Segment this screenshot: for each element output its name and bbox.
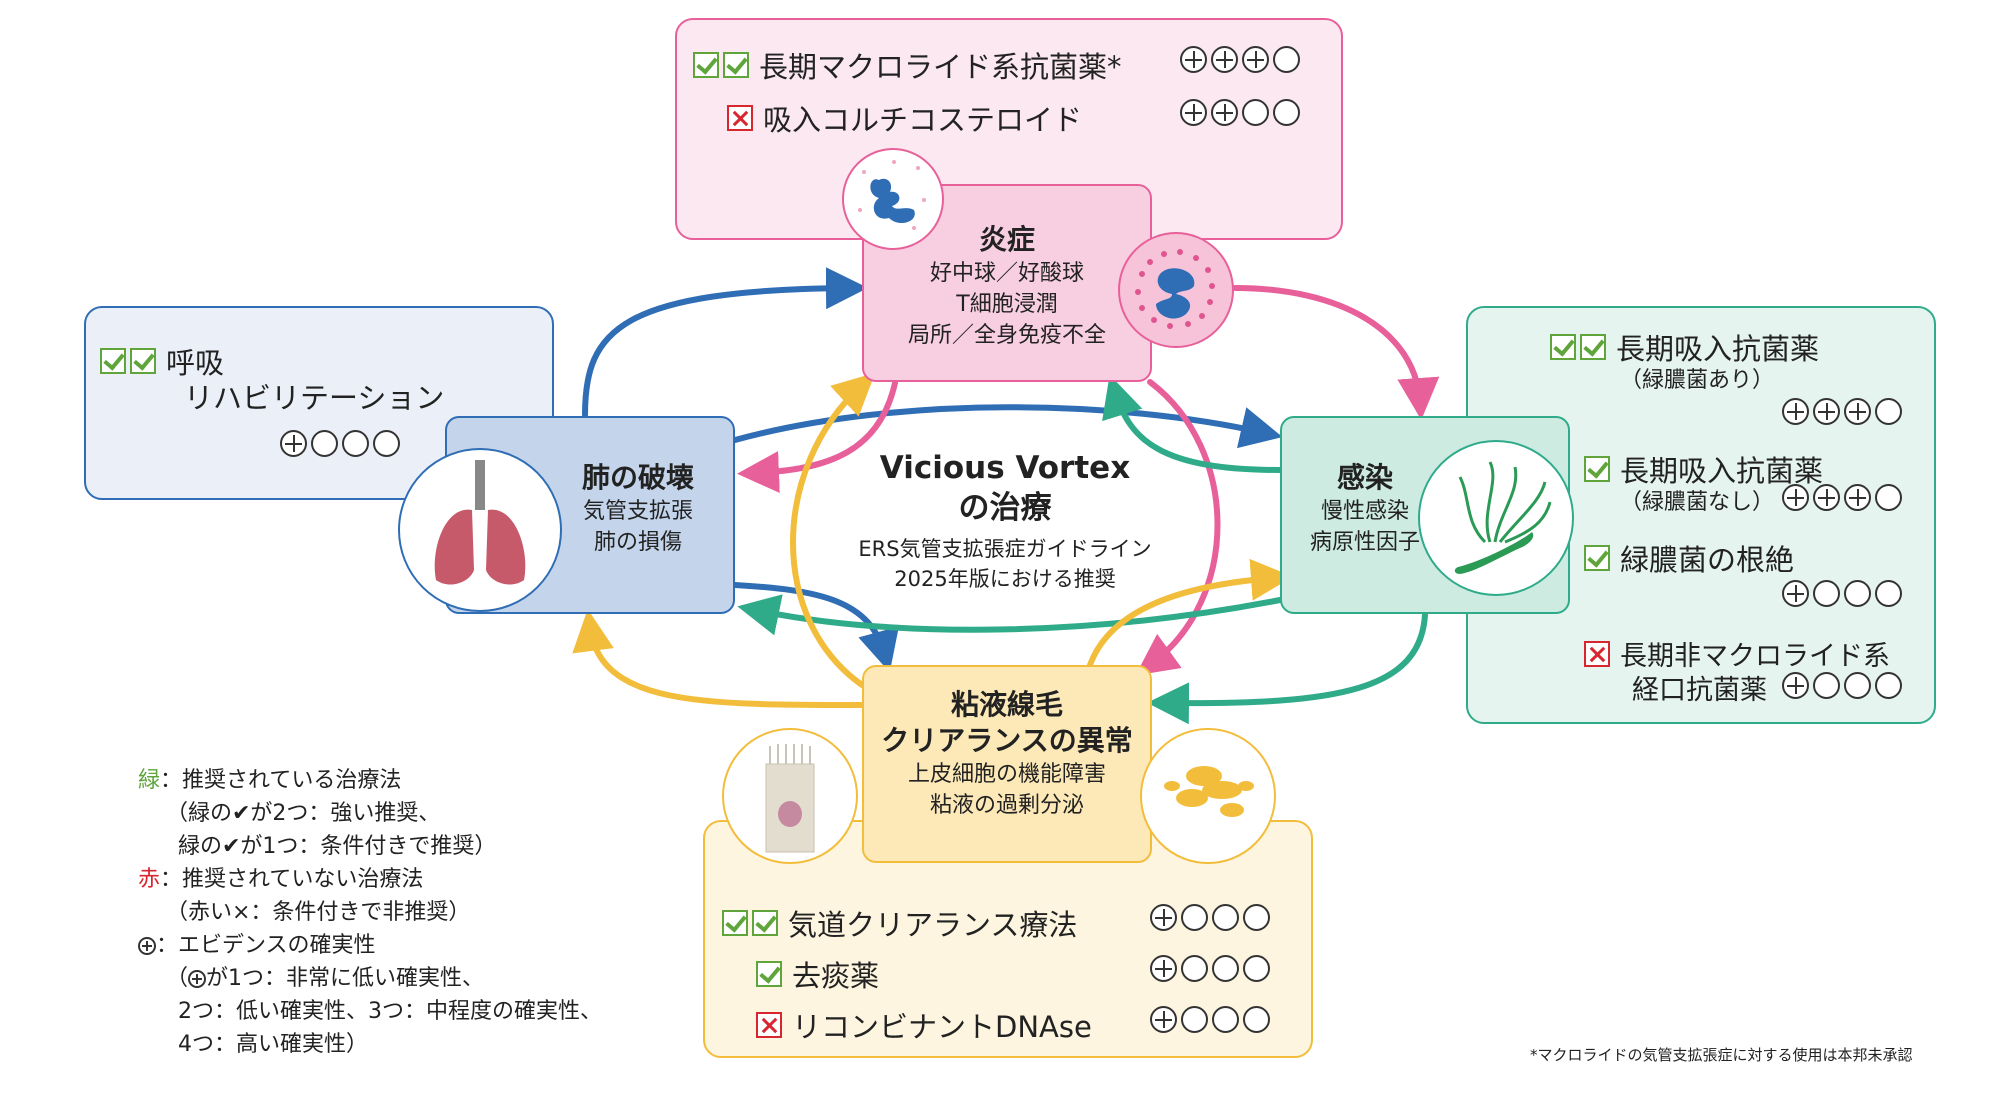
mucus-illustration [1140,728,1276,864]
right-row-eradication: 緑膿菌の根絶 [1584,537,1794,579]
top-row-label: 吸入コルチコステロイド [763,103,1083,137]
neutrophil-illustration [842,148,944,250]
center-title: Vicious Vortex の治療 ERS気管支拡張症ガイドライン 2025年… [800,448,1210,594]
node-line: 好中球／好酸球 [929,261,1084,286]
rehab-label-1: 呼吸 [166,346,225,380]
lung-illustration [398,448,562,612]
green-check-icon [1550,334,1576,360]
rehab-label-2: リハビリテーション [184,381,445,415]
green-check-icon [1584,456,1610,482]
evidence-rating [276,430,400,457]
green-check-icon [1584,545,1610,571]
node-line: 上皮細胞の機能障害 [907,762,1106,787]
arrow-inflammation-to-lung [737,380,898,494]
center-subtitle-1: ERS気管支拡張症ガイドライン [858,537,1152,561]
node-line: 気管支拡張 [582,499,693,524]
right-row-oral: 長期非マクロライド系 [1584,634,1890,673]
arrow-mucus-to-inflammation [790,372,876,688]
green-check-icon [693,52,719,78]
evidence-rating [1176,46,1300,73]
evidence-rating [1778,398,1902,425]
evidence-plus-icon [188,970,207,988]
bacteria-illustration [1418,440,1574,596]
arrow-mucus-to-lung [572,609,865,708]
evidence-rating [1146,955,1270,982]
green-check-icon [100,348,126,374]
green-check-icon [752,910,778,936]
bottom-row-dnase: リコンビナントDNAse [756,1004,1092,1046]
legend-plus-detail-open: （ [166,966,189,991]
legend-green-detail-2: 緑の✔が1つ：条件付きで推奨） [178,834,497,859]
arrow-infection-to-inflammation [1102,374,1283,473]
legend-green-key: 緑 [138,768,161,793]
node-line: 慢性感染 [1320,499,1409,524]
node-title: 炎症 [978,223,1035,256]
evidence-rating [1778,580,1902,607]
evidence-plus-icon [138,937,156,955]
node-title: 粘液線毛 [950,688,1063,721]
right-row-oral-label-2: 経口抗菌薬 [1632,675,1767,706]
legend-plus-detail-2: 2つ：低い確実性、3つ：中程度の確実性、 [178,999,602,1024]
bottom-row-mucolytic: 去痰薬 [756,953,879,995]
green-check-icon [722,910,748,936]
node-line: 肺の損傷 [593,530,682,555]
legend-plus-detail-1: が1つ：非常に低い確実性、 [206,966,485,991]
evidence-rating [1146,1006,1270,1033]
green-check-icon [756,961,782,987]
arrow-inflammation-to-mucus [1135,379,1221,676]
legend-green-text: ：推奨されている治療法 [160,768,402,793]
arrow-infection-to-mucus [1147,612,1428,725]
red-cross-icon [727,105,753,131]
legend-plus-text: ：エビデンスの確実性 [156,933,376,958]
legend-green-detail-1: （緑の✔が2つ：強い推奨、 [166,801,441,826]
footnote: *マクロライドの気管支拡張症に対する使用は本邦未承認 [1530,1046,1913,1064]
right-row-inhaled-nopa: 長期吸入抗菌薬 [1584,448,1823,490]
right-row-inhaled-pa: 長期吸入抗菌薬 [1550,326,1819,368]
node-line: T細胞浸潤 [956,292,1058,317]
right-row-sub: （緑膿菌あり） [1620,368,1775,393]
node-title: クリアランスの異常 [881,724,1133,757]
top-row-macrolide: 長期マクロライド系抗菌薬* [693,44,1122,86]
arrow-infection-to-lung [737,594,1283,636]
arrow-inflammation-to-infection [1232,285,1440,420]
bottom-row-airway: 気道クリアランス療法 [722,902,1077,944]
legend-red-detail-1: （赤い×：条件付きで非推奨） [166,900,471,925]
eosinophil-illustration [1118,232,1234,348]
center-title-line-1: Vicious Vortex [879,450,1131,486]
green-check-icon [1580,334,1606,360]
legend-plus-detail-3: 4つ：高い確実性） [178,1032,368,1057]
node-line: 病原性因子 [1309,530,1420,555]
arrow-lung-to-inflammation [582,267,868,418]
evidence-rating [1146,904,1270,931]
top-row-ics: 吸入コルチコステロイド [727,97,1082,139]
node-inflammation: 炎症 好中球／好酸球 T細胞浸潤 局所／全身免疫不全 [862,184,1152,382]
center-subtitle-2: 2025年版における推奨 [894,567,1116,591]
node-title: 肺の破壊 [581,461,694,494]
legend-red-key: 赤 [138,867,161,892]
green-check-icon [130,348,156,374]
arrow-lung-to-mucus [732,582,899,673]
red-cross-icon [756,1012,782,1038]
node-mucociliary-clearance: 粘液線毛 クリアランスの異常 上皮細胞の機能障害 粘液の過剰分泌 [862,665,1152,863]
arrow-mucus-to-infection [1087,558,1293,668]
node-line: 粘液の過剰分泌 [929,793,1084,818]
green-check-icon [723,52,749,78]
legend: 緑：推奨されている治療法 （緑の✔が2つ：強い推奨、 緑の✔が1つ：条件付きで推… [138,764,602,1061]
evidence-rating [1176,99,1300,126]
right-row-sub: （緑膿菌なし） [1620,490,1775,515]
node-line: 局所／全身免疫不全 [907,323,1106,348]
epithelial-cell-illustration [722,728,858,864]
evidence-rating [1778,484,1902,511]
arrow-lung-to-infection [732,404,1283,449]
top-row-label: 長期マクロライド系抗菌薬* [759,50,1122,84]
evidence-rating [1778,672,1902,699]
center-title-line-2: の治療 [958,490,1052,526]
red-cross-icon [1584,640,1610,667]
legend-red-text: ：推奨されていない治療法 [160,867,424,892]
node-title: 感染 [1336,461,1393,494]
left-row-rehab: 呼吸 [100,340,224,382]
